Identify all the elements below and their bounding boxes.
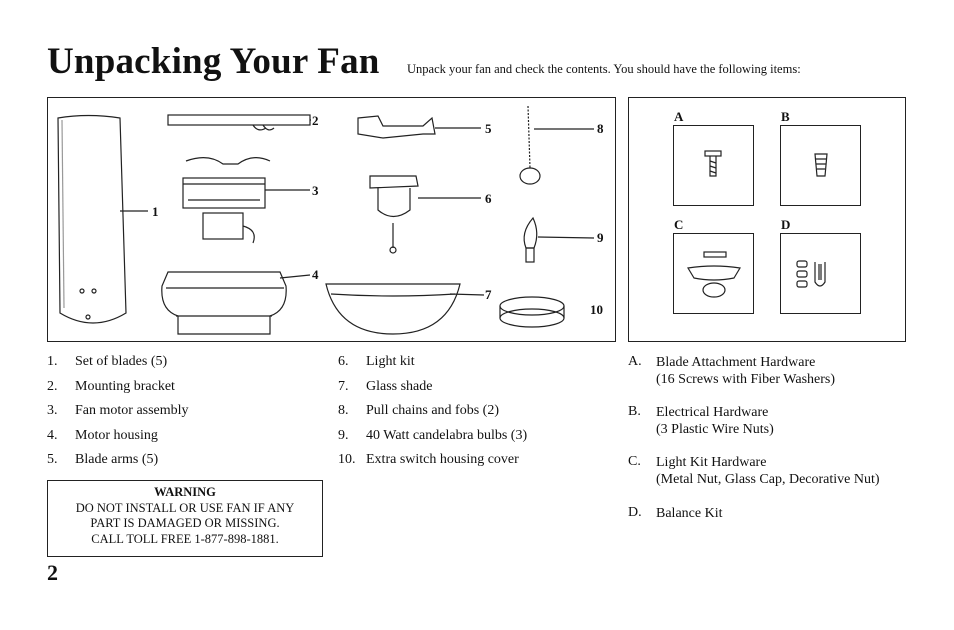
- hardware-diagram: A B C D: [628, 97, 906, 342]
- list-item: 7.Glass shade: [338, 378, 433, 394]
- callout-4: 4: [312, 267, 319, 282]
- parts-list-1: 1.Set of blades (5) 2.Mounting bracket 3…: [47, 354, 317, 477]
- intro-text: Unpack your fan and check the contents. …: [407, 62, 801, 76]
- list-item: 10.Extra switch housing cover: [338, 452, 519, 467]
- hw-cell-d: [780, 233, 861, 314]
- warning-title: WARNING: [154, 485, 216, 499]
- motor-illustration: [182, 157, 310, 244]
- blade-arm-illustration: [357, 115, 481, 139]
- callout-3: 3: [312, 183, 319, 198]
- hw-label-d: D: [781, 217, 791, 232]
- glass-shade-illustration: [325, 283, 485, 335]
- warning-line: CALL TOLL FREE 1-877-898-1881.: [91, 531, 279, 546]
- screw-icon: [704, 150, 722, 177]
- callout-9: 9: [597, 230, 604, 245]
- blade-illustration: [57, 114, 148, 324]
- list-item: 2.Mounting bracket: [47, 378, 175, 394]
- callout-2: 2: [312, 113, 319, 128]
- list-item: 3.Fan motor assembly: [47, 403, 189, 418]
- hw-label-b: B: [781, 109, 790, 124]
- list-item: 6.Light kit: [338, 354, 415, 369]
- housing-illustration: [161, 271, 311, 335]
- page-number: 2: [47, 560, 58, 585]
- hw-cell-c: [673, 233, 754, 314]
- callout-6: 6: [485, 191, 492, 206]
- callout-8: 8: [597, 121, 604, 136]
- warning-box: WARNING DO NOT INSTALL OR USE FAN IF ANY…: [47, 480, 323, 557]
- list-item: 5.Blade arms (5): [47, 452, 159, 467]
- callout-1: 1: [152, 204, 159, 219]
- list-item: 9.40 Watt candelabra bulbs (3): [338, 427, 528, 443]
- hw-label-c: C: [674, 217, 684, 232]
- list-item: C. Light Kit Hardware (Metal Nut, Glass …: [628, 454, 880, 487]
- switch-cover-illustration: [499, 296, 565, 328]
- callout-5: 5: [485, 121, 492, 136]
- hw-cell-b: [780, 125, 861, 206]
- warning-line: PART IS DAMAGED OR MISSING.: [90, 516, 280, 530]
- list-item: 8.Pull chains and fobs (2): [338, 403, 499, 418]
- list-item: 1.Set of blades (5): [47, 354, 168, 369]
- parts-list-2: 6.Light kit 7.Glass shade 8.Pull chains …: [338, 354, 608, 477]
- callout-7: 7: [485, 287, 492, 302]
- parts-diagram: 1 2 3 4 5 6 7 8 9 10: [47, 97, 616, 342]
- list-item: A. Blade Attachment Hardware (16 Screws …: [628, 354, 836, 387]
- warning-line: DO NOT INSTALL OR USE FAN IF ANY: [75, 500, 295, 515]
- hardware-list: A. Blade Attachment Hardware (16 Screws …: [628, 354, 880, 522]
- list-item: D. Balance Kit: [628, 505, 723, 521]
- callout-10: 10: [590, 302, 603, 317]
- hw-label-a: A: [674, 109, 684, 124]
- light-kit-illustration: [369, 175, 481, 254]
- bulb-illustration: [523, 216, 595, 263]
- light-kit-hardware-icon: [687, 251, 741, 298]
- list-item: B. Electrical Hardware (3 Plastic Wire N…: [628, 404, 774, 437]
- bracket-illustration: [167, 114, 311, 131]
- list-item: 4.Motor housing: [47, 427, 158, 443]
- hw-cell-a: [673, 125, 754, 206]
- pull-chain-illustration: [519, 105, 594, 185]
- balance-clip-icon: [796, 260, 826, 288]
- wire-nut-icon: [814, 153, 828, 177]
- page-title: Unpacking Your Fan: [47, 41, 380, 82]
